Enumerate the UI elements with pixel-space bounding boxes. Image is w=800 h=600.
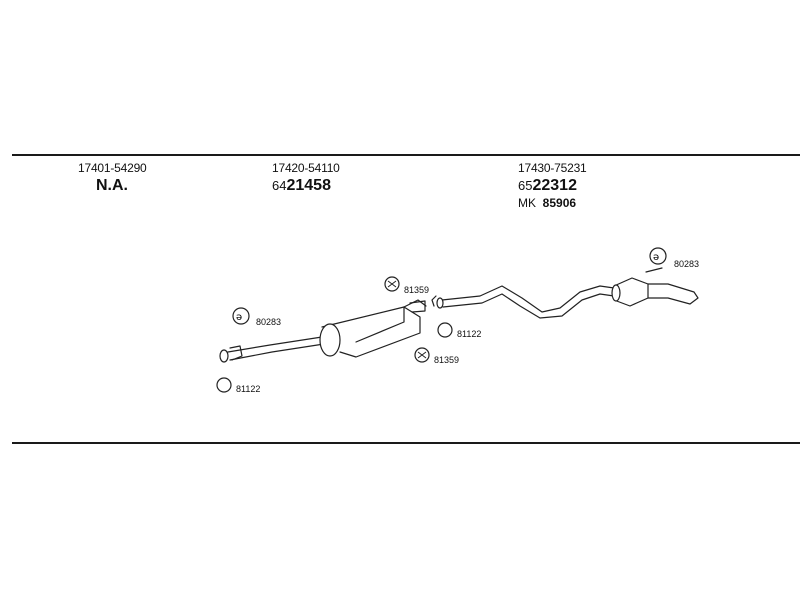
catalog-main: 22312 bbox=[532, 177, 577, 194]
bottom-divider bbox=[12, 442, 800, 444]
mk-label: MK bbox=[518, 196, 536, 210]
callout-label: 80283 bbox=[674, 259, 699, 269]
clamp-icon: ǝ bbox=[236, 312, 242, 323]
catalog-main: N.A. bbox=[96, 177, 128, 194]
rear-silencer bbox=[611, 267, 699, 307]
gasket-ring-icon bbox=[216, 377, 232, 393]
callout-label: 81122 bbox=[457, 329, 481, 339]
callout-ring-mid: 81122 bbox=[437, 322, 481, 339]
column-middle-silencer: 17420-54110 6421458 bbox=[272, 162, 340, 194]
callout-label: 81122 bbox=[236, 384, 260, 394]
gasket-ring-icon bbox=[437, 322, 453, 338]
callout-label: 81359 bbox=[404, 285, 429, 295]
part-number: 17430-75231 bbox=[518, 161, 587, 175]
catalog-number: N.A. bbox=[96, 178, 147, 194]
middle-silencer bbox=[319, 299, 427, 358]
catalog-number: 6421458 bbox=[272, 178, 340, 194]
mk-value: 85906 bbox=[542, 196, 577, 210]
catalog-prefix: 64 bbox=[272, 178, 287, 193]
callout-hanger-bottom: 81359 bbox=[414, 347, 459, 365]
catalog-number: 6522312 bbox=[518, 178, 587, 194]
callout-label: 81359 bbox=[434, 355, 459, 365]
rear-pipe bbox=[431, 285, 615, 319]
clamp-icon: ǝ bbox=[653, 252, 659, 263]
callout-label: 80283 bbox=[256, 317, 281, 327]
mk-number: MK 85906 bbox=[518, 197, 587, 209]
top-divider bbox=[12, 154, 800, 156]
callout-ring-left: 81122 bbox=[216, 377, 260, 394]
part-number: 17401-54290 bbox=[78, 161, 147, 175]
callout-hanger-top: 81359 bbox=[384, 276, 429, 295]
catalog-main: 21458 bbox=[286, 177, 331, 194]
column-rear-silencer: 17430-75231 6522312 MK 85906 bbox=[518, 162, 587, 209]
part-number: 17420-54110 bbox=[272, 161, 340, 175]
column-front-pipe: 17401-54290 N.A. bbox=[78, 162, 147, 194]
callout-clamp-left: ǝ 80283 bbox=[232, 307, 281, 327]
callout-clamp-right: ǝ 80283 bbox=[649, 247, 699, 269]
catalog-prefix: 65 bbox=[518, 178, 533, 193]
front-pipe bbox=[219, 336, 325, 363]
